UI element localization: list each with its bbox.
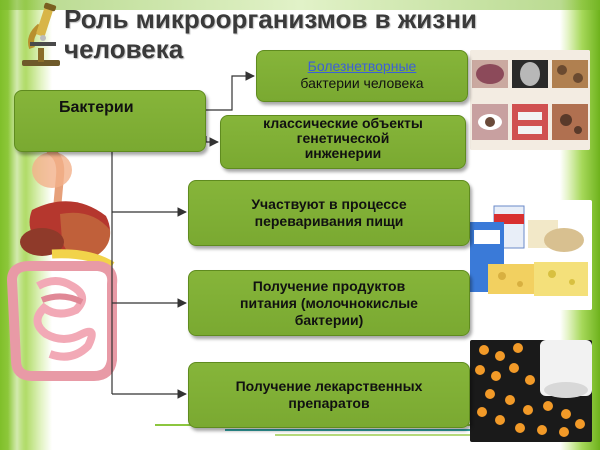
box-medicines: Получение лекарственных препаратов [188, 362, 470, 428]
page-title: Роль микроорганизмов в жизни человека [64, 4, 477, 64]
bacteria-photo-collage [470, 50, 590, 150]
dairy-products-photo [468, 200, 592, 310]
box-3-text: Участвуют в процессе переваривания пищи [251, 196, 407, 229]
microscope-icon [22, 2, 60, 66]
top-decor-strip [0, 0, 600, 10]
box-1-text: бактерии человека [300, 75, 424, 91]
box-digestion: Участвуют в процессе переваривания пищи [188, 180, 470, 246]
pills-photo [470, 340, 592, 442]
box-genetic-engineering: классические объекты генетической инжене… [220, 115, 466, 169]
root-box-bacteria: Бактерии [14, 90, 206, 152]
box-5-text: Получение лекарственных препаратов [235, 378, 423, 411]
pathogenic-link[interactable]: Болезнетворные [307, 58, 417, 74]
box-2-text: классические объекты генетической инжене… [263, 115, 423, 161]
root-box-label: Бактерии [59, 99, 134, 116]
box-food-products: Получение продуктов питания (молочнокисл… [188, 270, 470, 336]
box-pathogenic-bacteria: Болезнетворные бактерии человека [256, 50, 468, 102]
box-4-text: Получение продуктов питания (молочнокисл… [240, 277, 418, 328]
